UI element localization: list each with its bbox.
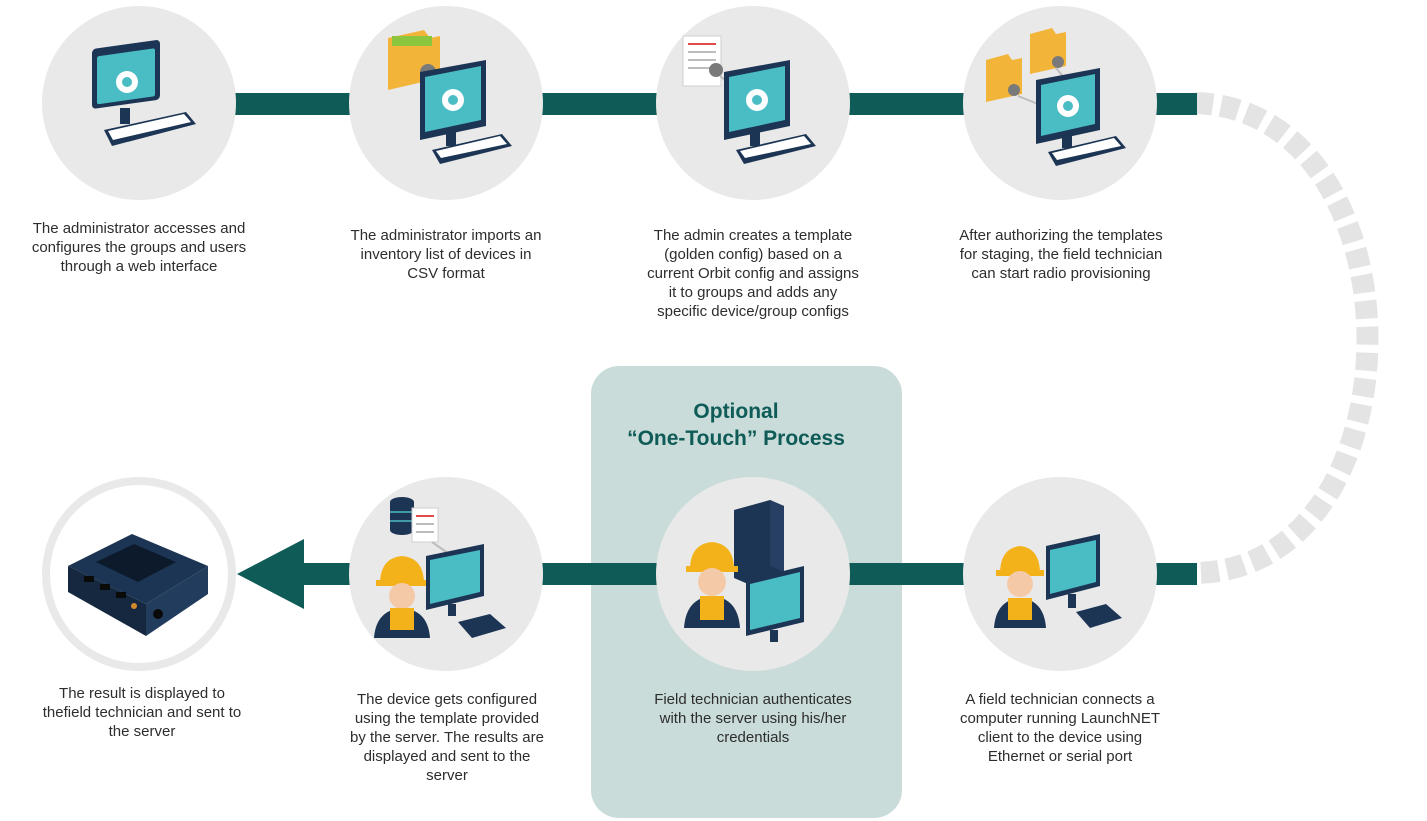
caption-line: Ethernet or serial port [987,748,1133,765]
caption-line: After authorizing the templates [959,227,1163,244]
connector-4-dash [1155,93,1197,115]
connector-dash-5 [1155,563,1197,585]
step-6-node [656,477,850,671]
step-2-caption: The administrator imports an inventory l… [310,226,582,283]
caption-line: the server [108,723,176,740]
caption-line: can start radio provisioning [971,265,1151,282]
caption-line: The administrator accesses and [32,220,246,237]
dashed-connector [1194,92,1379,584]
caption-line: for staging, the field technician [959,246,1163,263]
step-4-caption: After authorizing the templates for stag… [920,226,1202,283]
step-4-node [963,6,1157,200]
step-3-caption: The admin creates a template (golden con… [612,226,894,321]
monitor-gear-keyboard-icon [92,40,196,146]
caption-line: The administrator imports an [350,227,542,244]
step-5-caption: A field technician connects a computer r… [924,690,1196,766]
caption-line: specific device/group configs [657,303,849,320]
caption-line: computer running LaunchNET [959,710,1161,727]
connector-2-3 [539,93,659,115]
caption-line: server [426,767,468,784]
caption-line: through a web interface [60,258,218,275]
step-8-caption: The result is displayed to thefield tech… [10,684,274,741]
caption-line: thefield technician and sent to [42,704,242,721]
step-5-node [963,477,1157,671]
connector-6-7 [539,563,659,585]
caption-line: current Orbit config and assigns [647,265,859,282]
caption-line: Field technician authenticates [654,691,852,708]
document-gear-computer-icon [682,35,816,164]
step-7-caption: The device gets configured using the tem… [312,690,582,785]
caption-line: using the template provided [354,710,540,727]
caption-line: with the server using his/her [659,710,847,727]
caption-line: CSV format [407,265,485,282]
caption-line: configures the groups and users [31,239,247,256]
caption-line: displayed and sent to the [363,748,531,765]
caption-line: it to groups and adds any [668,284,838,301]
caption-line: credentials [716,729,790,746]
caption-line: client to the device using [977,729,1143,746]
connector-7-8 [296,563,356,585]
caption-line: The result is displayed to [59,685,225,702]
step-6-caption: Field technician authenticates with the … [614,690,892,747]
caption-line: by the server. The results are [350,729,544,746]
connector-1-2 [234,93,354,115]
caption-line: inventory list of devices in [360,246,532,263]
step-1-caption: The administrator accesses and configure… [0,219,278,276]
step-1-node [42,6,236,200]
caption-line: (golden config) based on a [664,246,842,263]
connector-5-6 [845,563,965,585]
optional-title-line-1: Optional [693,400,779,423]
technician-monitor-radio-icon [994,534,1122,628]
radio-device-icon [68,534,208,636]
caption-line: The admin creates a template [653,227,853,244]
optional-process-title: Optional “One-Touch” Process [591,398,881,452]
step-8-node [42,477,236,671]
step-3-node [656,6,850,200]
arrow-head-icon [237,539,304,609]
optional-title-line-2: “One-Touch” Process [627,427,845,450]
two-folders-computer-icon [986,28,1126,166]
folder-gear-computer-icon [388,30,512,164]
connector-3-4 [845,93,965,115]
step-7-node [349,477,543,671]
technician-server-monitor-icon [684,500,804,642]
caption-line: The device gets configured [356,691,538,708]
step-2-node [349,6,543,200]
caption-line: A field technician connects a [965,691,1155,708]
technician-database-radio-icon [374,497,506,638]
